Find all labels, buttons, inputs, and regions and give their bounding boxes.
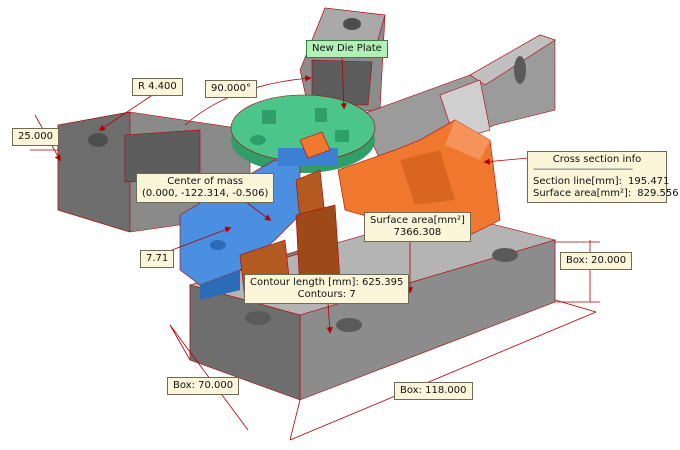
small-dimension-label: 7.71 (140, 250, 175, 268)
section-line-row: Section line[mm]: 195.471 (533, 176, 669, 188)
box-y-label: Box: 70.000 (167, 377, 240, 395)
box-x-label: Box: 118.000 (394, 382, 473, 400)
center-of-mass-label: Center of mass (0.000, -122.314, -0.506) (136, 173, 275, 203)
contour-length: Contour length [mm]: 625.395 (250, 277, 404, 288)
cross-section-title: Cross section info (552, 154, 642, 165)
new-die-plate-label: New Die Plate (306, 40, 388, 58)
angle-label: 90.000° (205, 80, 257, 98)
cross-section-separator: -------------------------------------- (533, 166, 633, 175)
cross-section-info-panel: Cross section info ---------------------… (527, 151, 679, 203)
center-of-mass-title: Center of mass (167, 176, 244, 187)
orange-slide-part[interactable] (337, 119, 501, 236)
copper-insert[interactable] (239, 131, 341, 301)
right-slide-arm[interactable] (359, 34, 556, 161)
section-area-row: Surface area[mm²]: 829.556 (533, 188, 679, 200)
surface-area-title: Surface area[mm²] (370, 215, 465, 226)
section-line-label: Section line[mm]: (533, 176, 623, 187)
box-z-label: Box: 20.000 (560, 252, 633, 270)
section-area-label: Surface area[mm²]: (533, 188, 632, 199)
r-radius-label: R 4.400 (132, 78, 183, 96)
surface-area-value: 7366.308 (393, 227, 442, 238)
contour-count: Contours: 7 (297, 289, 356, 300)
section-area-value: 829.556 (637, 188, 679, 199)
surface-area-label: Surface area[mm²] 7366.308 (364, 212, 471, 242)
section-line-value: 195.471 (628, 176, 670, 187)
left-dimension-label: 25.000 (12, 128, 59, 146)
center-of-mass-value: (0.000, -122.314, -0.506) (142, 188, 269, 199)
contour-label: Contour length [mm]: 625.395 Contours: 7 (244, 274, 410, 304)
